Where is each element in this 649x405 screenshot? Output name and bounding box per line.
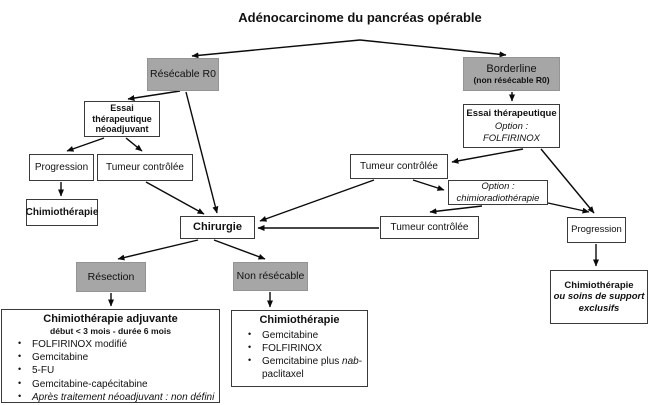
node-tumeur-controlee-left: Tumeur contrôlée [97, 154, 193, 181]
chimio-adjuvante-title: Chimiothérapie adjuvante [43, 313, 178, 325]
node-option-folfirinox-label: Option : FOLFIRINOX [482, 121, 540, 144]
chimio-adjuvante-list: FOLFIRINOX modifié Gemcitabine 5-FU Gemc… [6, 338, 215, 404]
node-non-resecable-label: Non résécable [236, 270, 305, 283]
box-chimiotherapie-adjuvante: Chimiothérapie adjuvante début < 3 mois … [1, 309, 220, 403]
node-resecable-r0-label: Résécable R0 [150, 68, 216, 81]
node-tumeur-controlee-left-label: Tumeur contrôlée [106, 161, 184, 173]
node-chimiotherapie-left: Chimiothérapie [26, 199, 98, 226]
chimio-support-title: Chimiothérapie [564, 280, 634, 292]
node-resection: Résection [76, 262, 146, 292]
box-chimiotherapie-non-resecable: Chimiothérapie Gemcitabine FOLFIRINOX Ge… [231, 310, 368, 387]
node-borderline-label: Borderline [486, 62, 537, 75]
node-chirurgie: Chirurgie [180, 216, 255, 239]
bullet-item: 5-FU [18, 364, 215, 377]
node-tumeur-controlee-lower-right: Tumeur contrôlée [380, 216, 479, 239]
node-option-chimioradiotherapie-label: Option : chimioradiothérapie [456, 181, 540, 204]
node-option-chimioradiotherapie: Option : chimioradiothérapie [448, 180, 548, 205]
node-resecable-r0: Résécable R0 [147, 58, 219, 91]
bullet-item: Gemcitabine [18, 351, 215, 364]
arrow-option-chimioradio-to-progression [547, 202, 590, 214]
chimio-support-line3: exclusifs [578, 302, 620, 314]
bullet-item: FOLFIRINOX [248, 342, 363, 355]
node-borderline-sublabel: (non résécable R0) [473, 75, 550, 86]
chimio-non-resecable-title: Chimiothérapie [259, 314, 340, 326]
nab-bullet-pre: Gemcitabine plus [262, 356, 343, 368]
node-chirurgie-label: Chirurgie [193, 221, 242, 234]
arrow-option-chimioradio-to-tumeur-lower [429, 205, 483, 215]
page-title: Adénocarcinome du pancréas opérable [238, 10, 482, 25]
arrow-tumeur-controlee-to-chirurgie [145, 181, 205, 215]
node-essai-therapeutique-right: Essai thérapeutique Option : FOLFIRINOX [463, 104, 560, 148]
node-progression-left: Progression [29, 154, 94, 181]
node-essai-neoadjuvant-label: Essai thérapeutique néoadjuvant [92, 103, 152, 135]
chimio-support-line2: ou soins de support [553, 291, 645, 303]
node-resection-label: Résection [87, 270, 135, 283]
node-non-resecable: Non résécable [233, 262, 308, 291]
bullet-item: FOLFIRINOX modifié [18, 338, 215, 351]
box-chimiotherapie-soins-support: Chimiothérapie ou soins de support exclu… [550, 270, 648, 324]
nab-bullet-post: -paclitaxel [262, 356, 363, 381]
bullet-item: Gemcitabine-capécitabine [18, 378, 215, 391]
node-progression-right: Progression [567, 217, 626, 243]
arrow-chirurgie-to-non-resecable [213, 239, 266, 260]
node-essai-therapeutique-right-label: Essai thérapeutique [466, 108, 557, 120]
node-borderline: Borderline (non résécable R0) [463, 57, 560, 91]
arrow-essai-therapeutique-to-progression [540, 148, 595, 214]
arrow-title-to-resecable [191, 39, 361, 59]
arrow-essai-neoadjuvant-to-progression [66, 137, 105, 152]
arrow-tumeur-upper-to-option-chimioradio [412, 179, 445, 191]
arrow-title-to-borderline [359, 39, 507, 58]
chimio-adjuvante-subtitle: début < 3 mois - durée 6 mois [49, 325, 172, 336]
nab-bullet-italic: nab [342, 356, 359, 368]
arrow-resecable-to-essai-neoadjuvant [127, 90, 181, 101]
node-tumeur-controlee-upper-right-label: Tumeur contrôlée [360, 160, 438, 172]
node-essai-therapeutique-neoadjuvant: Essai thérapeutique néoadjuvant [84, 101, 160, 137]
bullet-item: Gemcitabine [248, 329, 363, 342]
node-tumeur-controlee-upper-right: Tumeur contrôlée [350, 154, 448, 179]
bullet-item: Gemcitabine plus nab-paclitaxel [248, 355, 363, 381]
arrow-resecable-to-chirurgie [185, 91, 219, 214]
chimio-non-resecable-list: Gemcitabine FOLFIRINOX Gemcitabine plus … [236, 329, 363, 382]
bullet-item: Après traitement néoadjuvant : non défin… [18, 391, 215, 404]
node-chimiotherapie-left-label: Chimiothérapie [25, 206, 99, 218]
arrow-essai-therapeutique-to-tumeur-controlee [451, 148, 524, 164]
arrow-chirurgie-to-resection [117, 239, 199, 261]
arrow-essai-neoadjuvant-to-tumeur-controlee [125, 137, 143, 152]
node-tumeur-controlee-lower-right-label: Tumeur contrôlée [390, 221, 469, 233]
node-progression-right-label: Progression [571, 224, 622, 236]
node-progression-left-label: Progression [34, 161, 89, 173]
arrow-tumeur-upper-to-chirurgie [259, 179, 375, 222]
